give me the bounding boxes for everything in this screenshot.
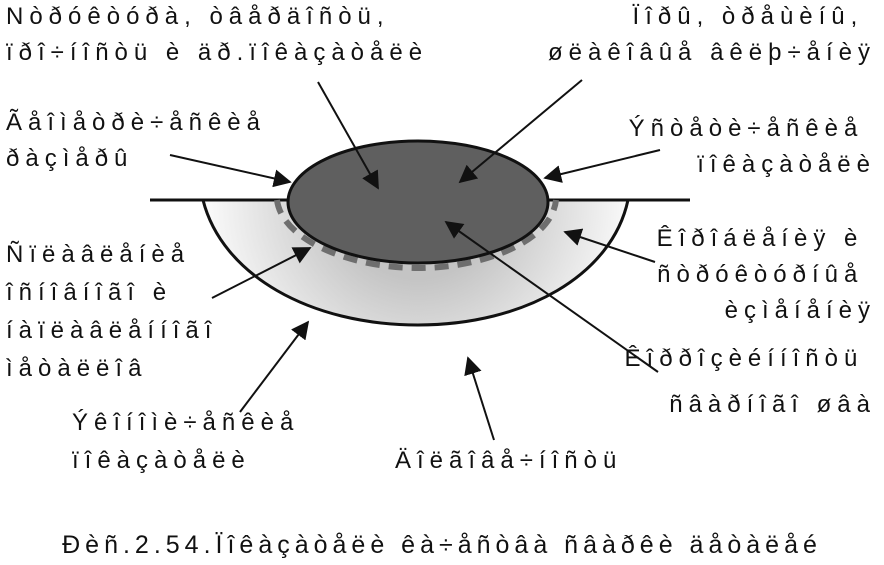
arrow-corrosion: [444, 220, 659, 373]
haz-boundary: [201, 199, 630, 327]
arrow-structure: [317, 81, 379, 190]
label-economic-indicators: Ýêîíîìè÷åñêèå ïîêàçàòåëè: [72, 409, 312, 474]
arrow-fusion: [211, 247, 312, 299]
weld-bead-outline: [286, 139, 550, 265]
arrow-chemical: [543, 149, 661, 183]
arrow-geometric-size: [169, 154, 292, 188]
label-durability: Äîëãîâå÷íîñòü: [395, 447, 622, 474]
label-structure: Nòðóêòóðà, òâåðäîñòü, ïðî÷íîñòü è äð.ïîê…: [6, 3, 428, 66]
arrow-economic: [239, 320, 310, 413]
leader-arrows: [169, 79, 661, 441]
arrow-defects: [458, 79, 583, 184]
label-geometric-size: Ãåîìåòðè÷åñêèå ðàçìåðû: [6, 109, 279, 172]
label-defects: Ïîðû, òðåùèíû, øëàêîâûå âêëþ÷åíèÿ: [548, 3, 876, 66]
figure-caption: Ðèñ.2.54.Ïîêàçàòåëè êà÷åñòâà ñâàðêè äåòà…: [62, 531, 822, 559]
label-warping: Êîðîáëåíèÿ è ñòðóêòóðíûå èçìåíåíèÿ: [657, 225, 876, 324]
label-chemical-indicators: Ýñòåòè÷åñêèå ïîêàçàòåëè: [629, 115, 876, 178]
weld-bead: [288, 141, 548, 263]
arrow-warping: [563, 228, 656, 263]
label-fusion: Ñïëàâëåíèå îñíîâíîãî è íàïëàâëåííîãî ìåò…: [5, 241, 230, 382]
fusion-line: [274, 199, 559, 272]
label-corrosion: Êîððîçèéííîñòü ñâàðíîãî øâà: [625, 345, 876, 418]
arrow-durability: [464, 356, 495, 441]
